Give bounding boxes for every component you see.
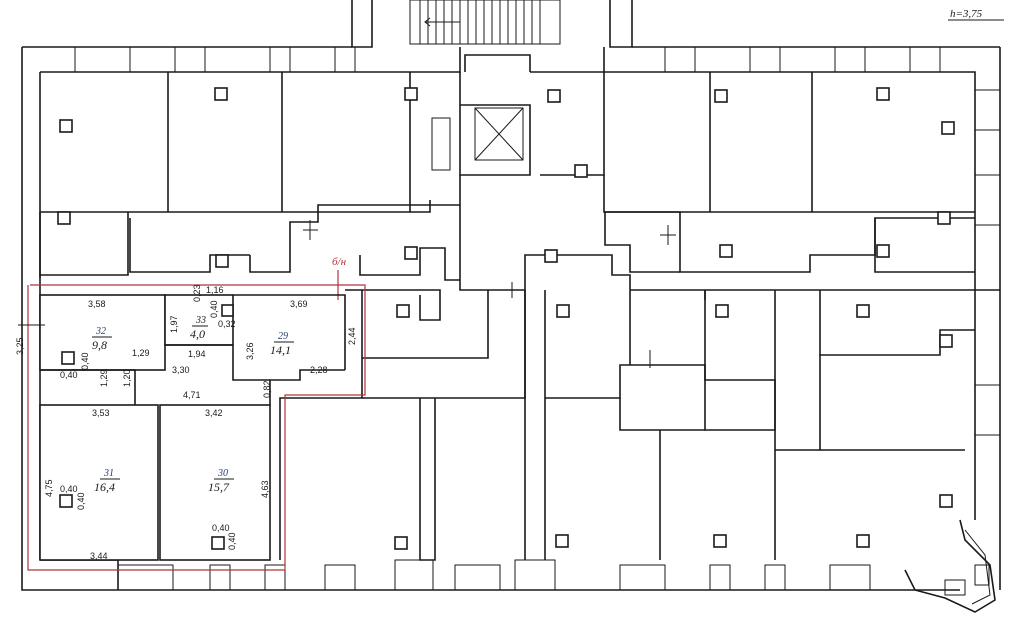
room-31-area: 16,4 [94,480,115,494]
room-29-dim-left: 3,26 [245,342,255,360]
room-33-number: 33 [195,315,206,326]
unit-label: б/н [332,256,347,268]
room-32-number: 32 [95,326,106,337]
room-30-dim-side: 4,63 [260,480,270,498]
corridor-dim-1: 1,29 [99,369,109,387]
corridor-dim-3: 4,71 [183,390,201,400]
corridor-dim-length: 3,30 [172,365,190,375]
lift-shaft [459,54,605,291]
room-29-dim-door: 0,82 [262,380,272,398]
upper-right-rooms [603,72,975,273]
room-32-dim-col-w: 0,40 [60,370,78,380]
room-29-area: 14,1 [270,343,291,357]
room-30-dim-col-h: 0,40 [227,532,237,550]
room-33-dim-col: 0,40 [209,300,219,318]
room-30-dim-col-w: 0,40 [212,523,230,533]
room-30-dim-top: 3,42 [205,408,223,418]
room-29-number: 29 [278,331,288,342]
room-32-dim-side: 3,25 [15,337,25,355]
room-31-dim-bottom: 3,44 [90,551,108,561]
room-33-dim-top: 1,16 [206,285,224,295]
room-33-dim-bottom: 1,94 [188,349,206,359]
room-31-dim-top: 3,53 [92,408,110,418]
lower-rooms [279,289,1000,561]
room-31-number: 31 [103,468,114,479]
room-30-number: 30 [217,468,228,479]
ceiling-height-label: h=3,75 [950,8,983,20]
bay-window [904,519,996,613]
room-31-dim-col-h: 0,40 [76,492,86,510]
room-32-dim-col-h: 0,40 [80,352,90,370]
door-marks [18,220,676,368]
room-29-dim-bottom: 2,28 [310,365,328,375]
room-33-dim-side: 1,97 [169,315,179,333]
upper-left-rooms [39,72,460,281]
room-32-dim-top: 3,58 [88,299,106,309]
corridor-dim-2: 1,20 [122,369,132,387]
room-29-dim-side: 2,44 [347,327,357,345]
room-31-dim-col-w: 0,40 [60,484,78,494]
columns [57,87,955,550]
room-32-dim-bottom: 1,29 [132,348,150,358]
room-33-dim-col2: 0,32 [218,319,236,329]
apartment-rooms [39,294,346,561]
room-31-dim-side: 4,75 [44,479,54,497]
room-30-area: 15,7 [208,480,230,494]
room-29-dim-top: 3,69 [290,299,308,309]
room-32-area: 9,8 [92,338,107,352]
staircase [351,0,633,48]
room-33-dim-small: 0,23 [192,284,202,302]
room-33-area: 4,0 [190,327,205,341]
